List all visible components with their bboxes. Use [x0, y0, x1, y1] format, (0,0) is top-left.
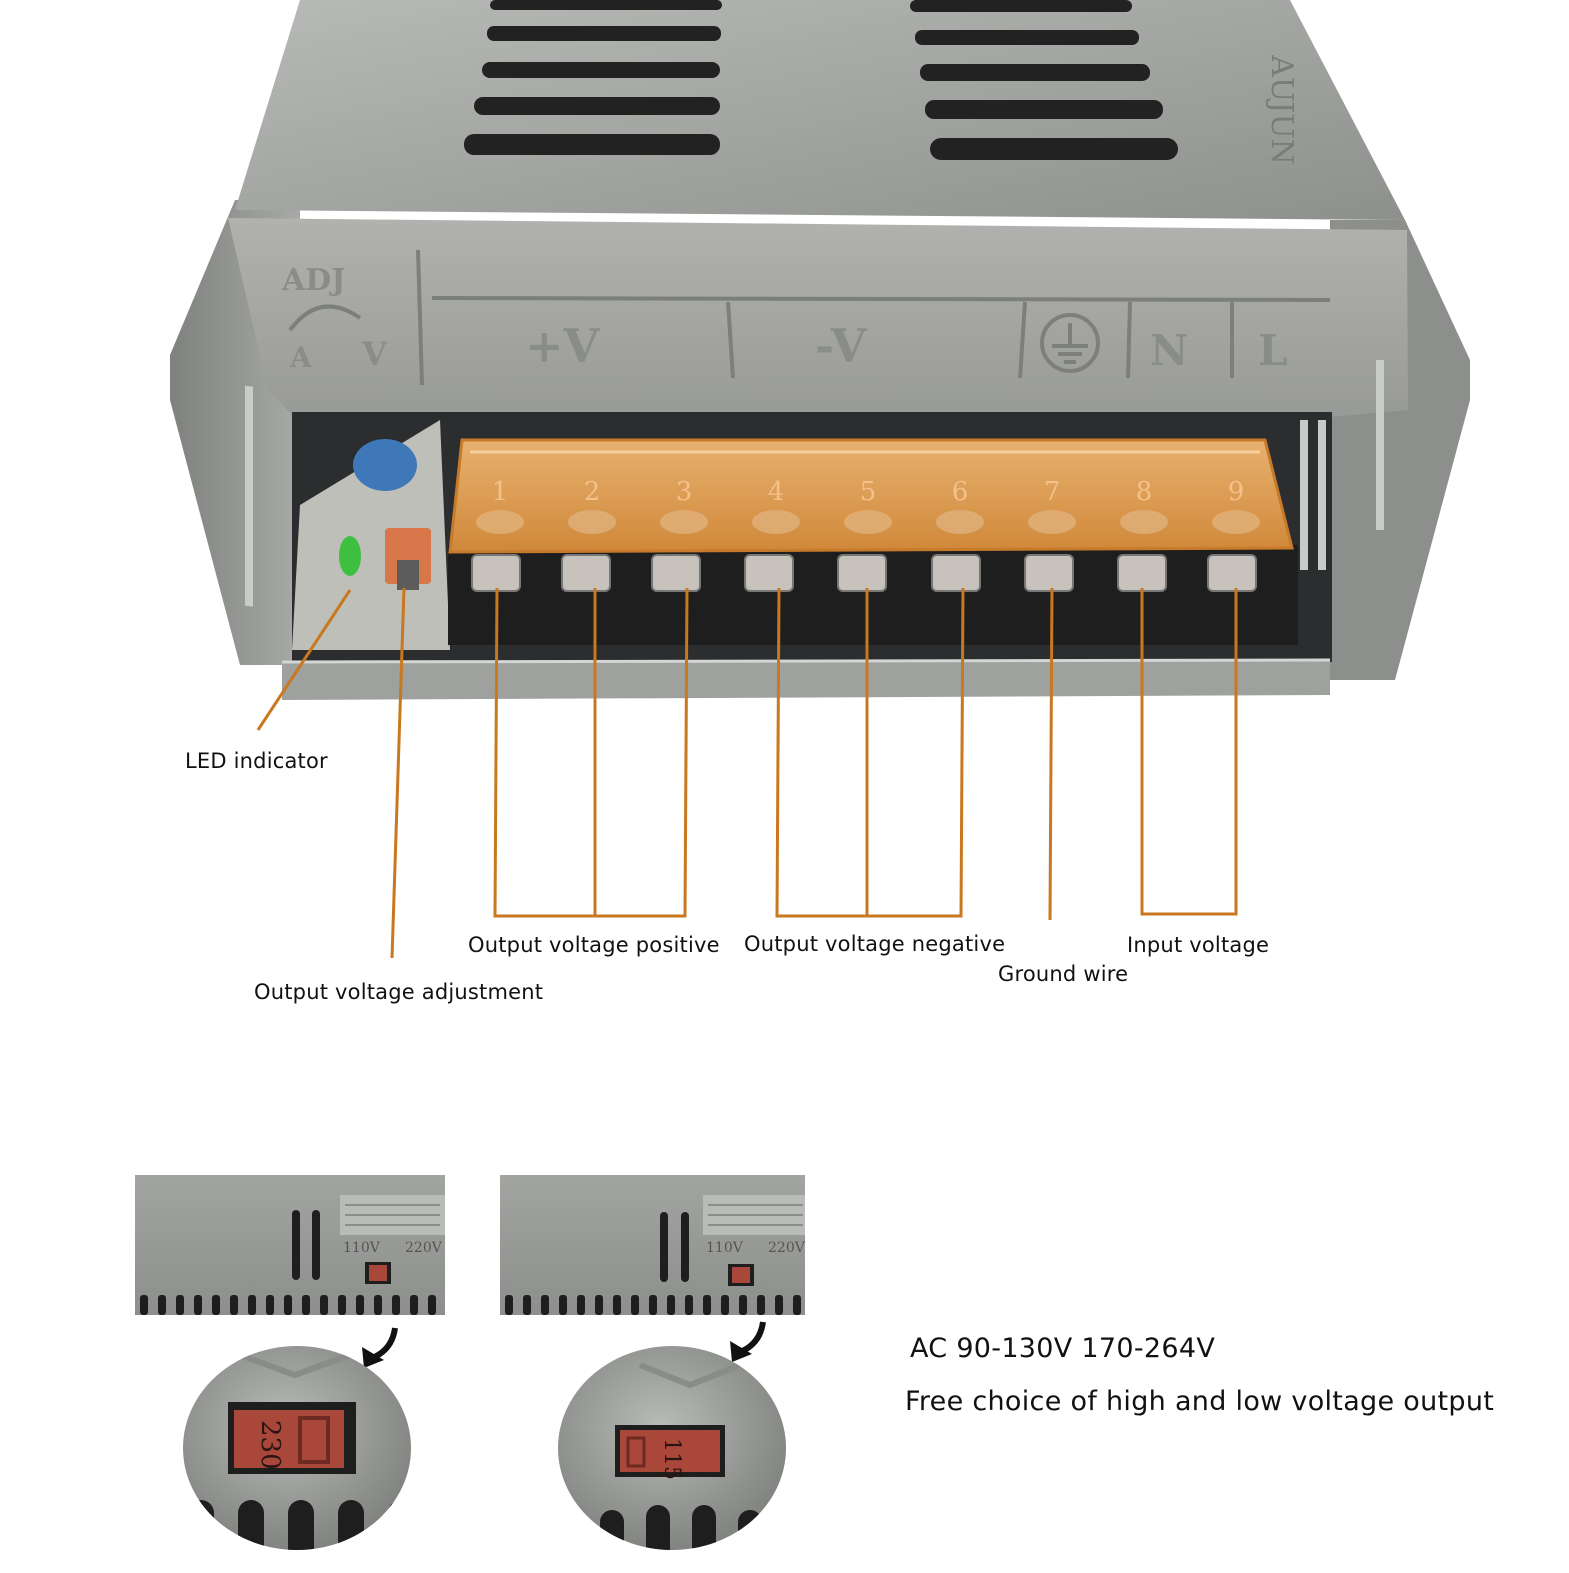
blue-capacitor [353, 439, 417, 491]
callout-ground-wire: Ground wire [998, 962, 1129, 986]
thumb-right-high: 220V [768, 1240, 806, 1256]
zoom-circle-left: 230 [183, 1346, 411, 1550]
zoom-arrow-left-head [362, 1347, 384, 1368]
terminal-number: 3 [676, 477, 693, 507]
interior-fins [245, 360, 1384, 607]
thumb-left-high: 220V [405, 1240, 443, 1256]
terminal-number: 6 [952, 477, 969, 507]
brand-engraving: AUJUN [1264, 54, 1299, 165]
switch-thumbnail-right: 110V 220V [500, 1175, 806, 1315]
thumb-right-low: 110V [706, 1240, 744, 1256]
zoom-circle-right: 115 [558, 1346, 786, 1550]
panel-label-adj: ADJ [281, 263, 346, 298]
positive-leader [493, 587, 689, 918]
input-leader [1140, 588, 1238, 916]
led-leader [256, 589, 352, 731]
terminal-numbers: 1 2 3 4 5 6 7 8 9 [492, 477, 1245, 507]
negative-leader [775, 587, 965, 918]
switch-thumbnail-left: 110V 220V [135, 1175, 445, 1315]
panel-label-positive: +V [525, 319, 601, 373]
engraved-lines [416, 249, 1331, 386]
adjust-leader [390, 587, 406, 959]
adjust-potentiometer [385, 528, 431, 584]
terminal-number: 5 [860, 477, 877, 507]
callout-output-voltage-positive: Output voltage positive [468, 933, 720, 957]
front-face [228, 218, 1408, 418]
bottom-lip [282, 660, 1330, 700]
led [339, 536, 361, 576]
zoom-arrow-left [370, 1327, 398, 1361]
ground-leader [1048, 587, 1054, 921]
panel-label-v: V [361, 335, 388, 373]
zoom-arrow-right [738, 1321, 766, 1355]
adjust-arrow [288, 304, 362, 332]
zoom-arrow-right-head [730, 1341, 752, 1362]
terminal-number: 1 [492, 477, 509, 507]
panel-label-negative: -V [815, 319, 868, 373]
terminal-number: 4 [768, 477, 785, 507]
panel-label-n: N [1150, 326, 1188, 375]
leader-lines [256, 587, 1238, 959]
terminal-number: 2 [584, 477, 601, 507]
top-vents [464, 0, 1178, 160]
spec-voltage-range: AC 90-130V 170-264V [910, 1333, 1216, 1364]
callout-output-voltage-adjustment: Output voltage adjustment [254, 980, 544, 1004]
callout-output-voltage-negative: Output voltage negative [744, 932, 1006, 956]
terminal-number: 9 [1228, 477, 1245, 507]
zoom-right-value: 115 [659, 1438, 684, 1480]
top-cover [235, 0, 1405, 220]
thumb-left-low: 110V [343, 1240, 381, 1256]
panel-label-l: L [1258, 326, 1288, 375]
callout-led-indicator: LED indicator [185, 749, 328, 773]
power-supply-body: AUJUN ADJ A V +V -V N L [170, 0, 1470, 700]
terminal-number: 8 [1136, 477, 1153, 507]
terminal-screws [471, 554, 1257, 592]
ground-symbol [1040, 313, 1100, 373]
zoom-left-value: 230 [255, 1420, 285, 1470]
terminal-number: 7 [1044, 477, 1061, 507]
callout-input-voltage: Input voltage [1127, 933, 1270, 957]
panel-label-a: A [289, 341, 313, 374]
spec-output-note: Free choice of high and low voltage outp… [905, 1386, 1495, 1417]
